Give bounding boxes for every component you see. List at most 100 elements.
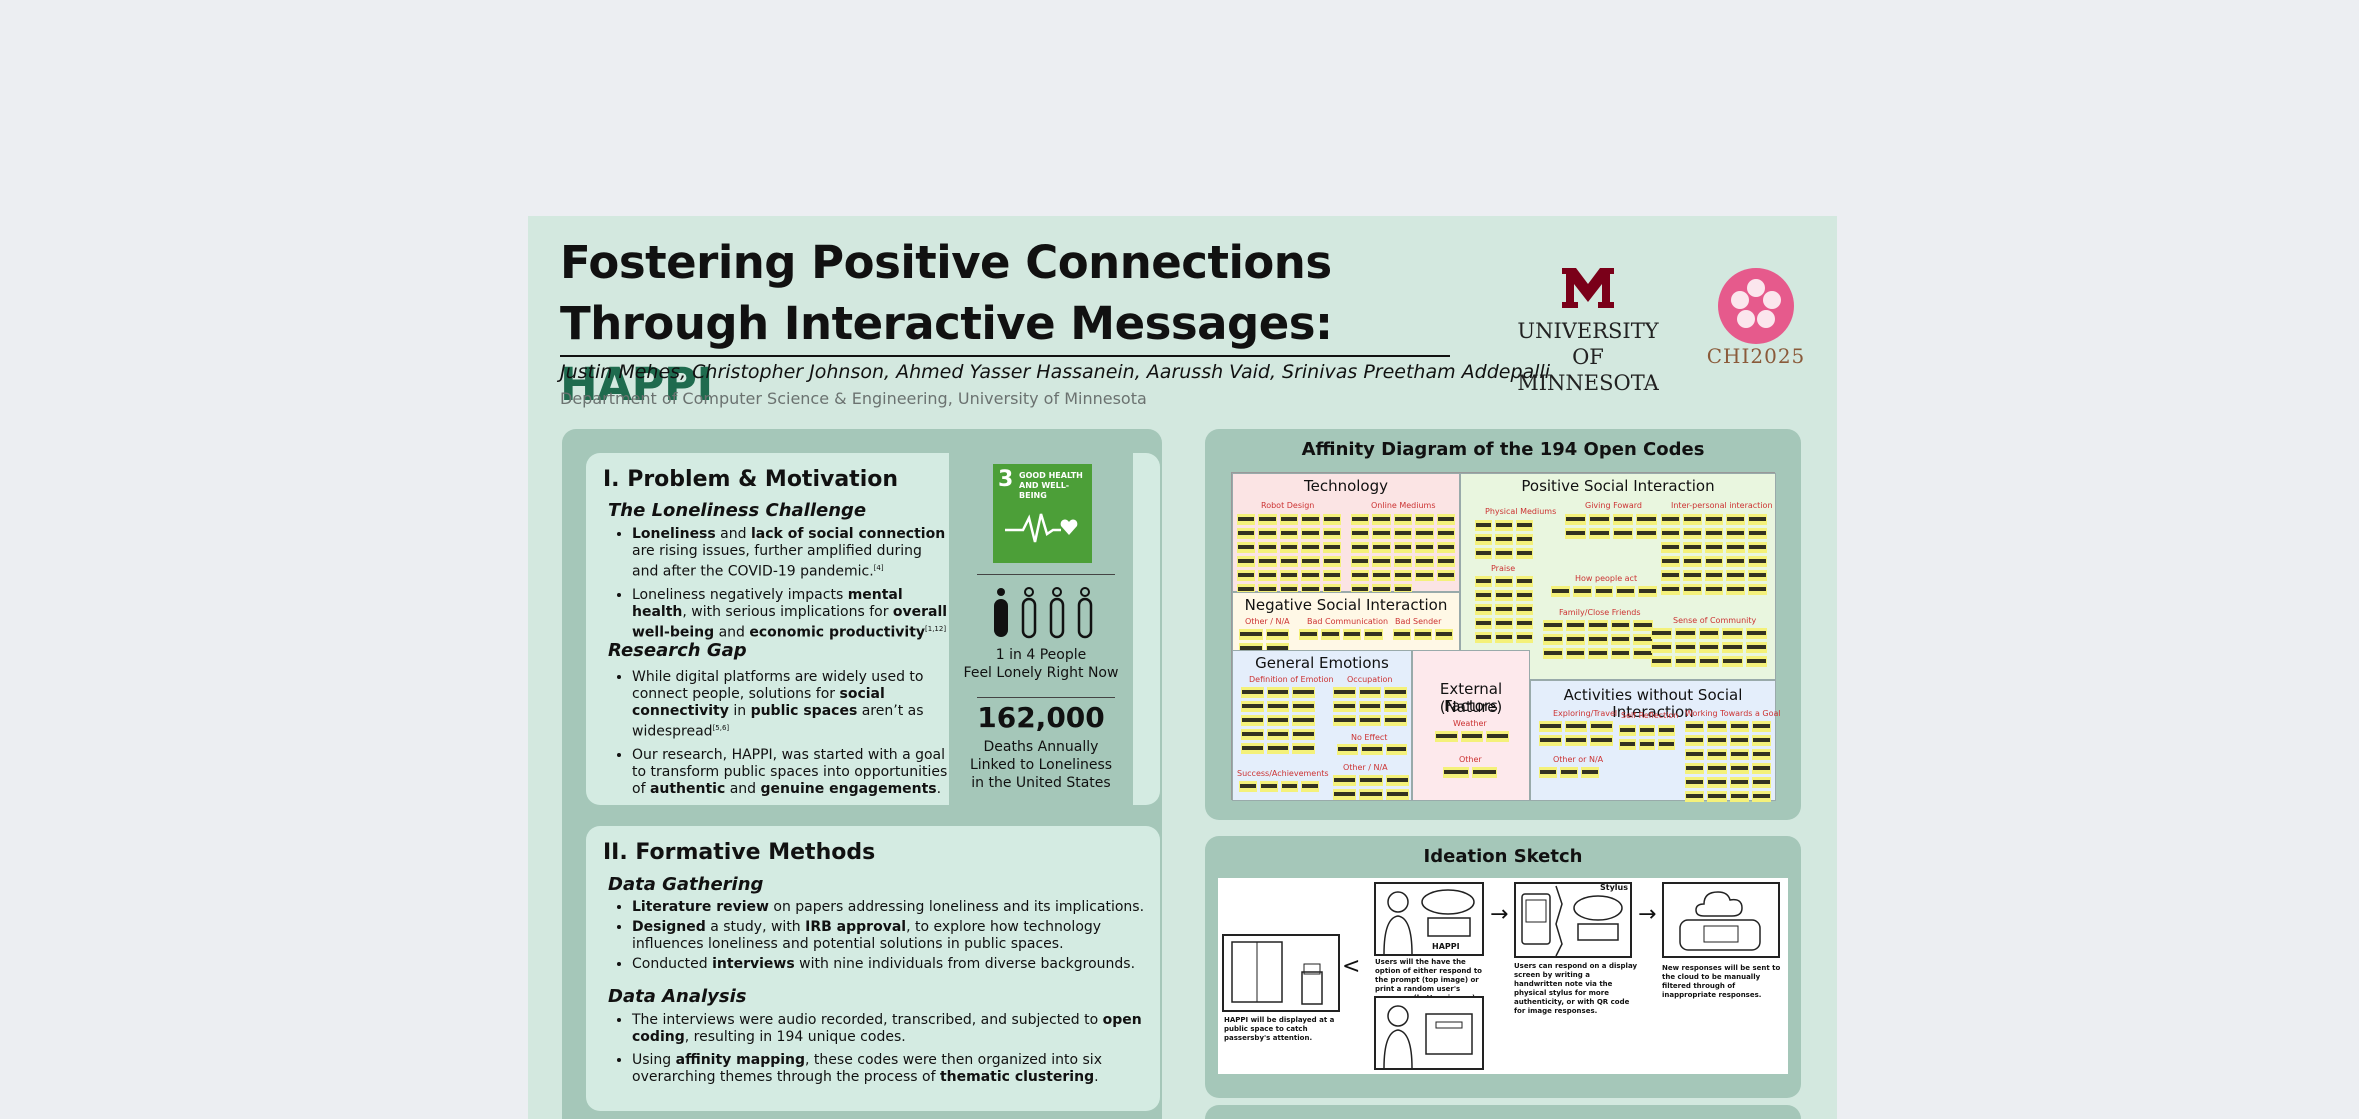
category-label: Family/Close Friends xyxy=(1559,608,1641,617)
sticky-note xyxy=(1729,777,1749,788)
stylus-label: Stylus xyxy=(1600,883,1628,892)
arrow-right-icon: → xyxy=(1638,902,1657,927)
sticky-note xyxy=(1333,687,1356,698)
sticky-note xyxy=(1333,701,1356,712)
sticky-note xyxy=(1475,576,1493,587)
sticky-note xyxy=(1435,629,1453,640)
data-gathering-heading: Data Gathering xyxy=(608,874,764,895)
sticky-note xyxy=(1322,542,1341,553)
sticky-note xyxy=(1590,735,1613,746)
sticky-note xyxy=(1515,534,1533,545)
list-item: Literature review on papers addressing l… xyxy=(632,899,1150,916)
sticky-note xyxy=(1682,528,1702,539)
sticky-note xyxy=(1333,775,1357,786)
display-stylus-icon xyxy=(1521,885,1623,957)
category-label: Weather xyxy=(1453,719,1487,728)
sticky-note xyxy=(1385,744,1407,755)
heartbeat-icon xyxy=(1005,513,1078,543)
sticky-note xyxy=(1590,721,1613,732)
sticky-note xyxy=(1241,715,1264,726)
sticky-note xyxy=(1515,618,1533,629)
sticky-note xyxy=(1661,528,1680,539)
sticky-note xyxy=(1372,584,1391,595)
sticky-note xyxy=(1748,570,1767,581)
zone-general-emotions: General Emotions Definition of Emotion O… xyxy=(1232,650,1412,801)
sticky-notes xyxy=(1539,767,1599,778)
stat-divider xyxy=(977,697,1115,698)
zone-title: General Emotions xyxy=(1255,654,1389,672)
category-label: How people act xyxy=(1575,574,1638,583)
sticky-note xyxy=(1748,528,1767,539)
list-item: Using affinity mapping, these codes were… xyxy=(632,1052,1152,1086)
sticky-note xyxy=(1751,777,1771,788)
sticky-note xyxy=(1351,584,1370,595)
sticky-note xyxy=(1661,542,1680,553)
sticky-note xyxy=(1258,570,1277,581)
sticky-note xyxy=(1751,721,1771,732)
list-item: Loneliness and lack of social connection… xyxy=(632,526,950,581)
zone-negative-social: Negative Social Interaction Other / N/A … xyxy=(1232,592,1460,680)
sticky-note xyxy=(1301,514,1320,525)
print-sketch xyxy=(1374,996,1484,1070)
stat-2-line-1: Deaths Annually xyxy=(983,739,1099,755)
sticky-note xyxy=(1322,528,1341,539)
sticky-note xyxy=(1651,628,1672,639)
sticky-notes xyxy=(1551,586,1657,597)
research-gap-heading: Research Gap xyxy=(608,640,747,661)
sticky-note xyxy=(1414,629,1432,640)
sticky-notes xyxy=(1239,781,1319,792)
sticky-note xyxy=(1301,584,1320,595)
ideation-sketch-title: Ideation Sketch xyxy=(1423,846,1583,867)
sticky-note xyxy=(1565,620,1586,631)
data-gathering-list: Literature review on papers addressing l… xyxy=(632,899,1150,979)
sticky-note xyxy=(1266,715,1290,726)
sticky-note xyxy=(1436,514,1455,525)
sticky-note xyxy=(1588,634,1608,645)
sticky-note xyxy=(1372,514,1391,525)
sticky-note xyxy=(1495,548,1513,559)
stat-1-line-2: Feel Lonely Right Now xyxy=(963,665,1119,681)
category-label: Success/Achievements xyxy=(1237,769,1329,778)
sticky-note xyxy=(1560,767,1578,778)
sticky-note xyxy=(1704,584,1724,595)
sticky-notes xyxy=(1475,576,1533,643)
sticky-note xyxy=(1704,570,1724,581)
list-item: Designed a study, with IRB approval, to … xyxy=(632,919,1150,953)
sticky-notes xyxy=(1619,725,1675,750)
category-label: Sense of Community xyxy=(1673,616,1757,625)
sticky-notes xyxy=(1333,687,1407,726)
sticky-note xyxy=(1385,775,1409,786)
sticky-note xyxy=(1239,781,1257,792)
sticky-note xyxy=(1351,570,1370,581)
umn-line-1: UNIVERSITY xyxy=(1517,319,1659,343)
sticky-note xyxy=(1237,584,1256,595)
sticky-note xyxy=(1543,620,1563,631)
sticky-note xyxy=(1515,632,1533,643)
sticky-note xyxy=(1704,514,1724,525)
sticky-notes xyxy=(1475,520,1533,559)
cloud-icon xyxy=(1679,891,1761,951)
sticky-note xyxy=(1729,763,1749,774)
category-label: Bad Communication xyxy=(1307,617,1389,626)
sticky-note xyxy=(1241,701,1264,712)
sticky-note xyxy=(1539,767,1557,778)
sticky-note xyxy=(1543,648,1563,659)
sticky-note xyxy=(1292,715,1315,726)
sticky-notes xyxy=(1651,628,1767,667)
sticky-note xyxy=(1258,542,1277,553)
sticky-note xyxy=(1359,775,1383,786)
sticky-note xyxy=(1610,634,1631,645)
category-label: Occupation xyxy=(1347,675,1393,684)
sticky-note xyxy=(1372,570,1391,581)
title-line-2-prefix: Through Interactive Messages: xyxy=(560,297,1333,350)
sticky-note xyxy=(1475,632,1493,643)
sticky-note xyxy=(1636,528,1657,539)
category-label: No Effect xyxy=(1351,733,1388,742)
sticky-note xyxy=(1393,514,1413,525)
sticky-notes xyxy=(1565,514,1657,539)
sticky-note xyxy=(1729,735,1749,746)
sticky-note xyxy=(1495,576,1513,587)
list-item: Conducted interviews with nine individua… xyxy=(632,956,1150,973)
sticky-note xyxy=(1415,570,1434,581)
sticky-note xyxy=(1471,767,1497,778)
